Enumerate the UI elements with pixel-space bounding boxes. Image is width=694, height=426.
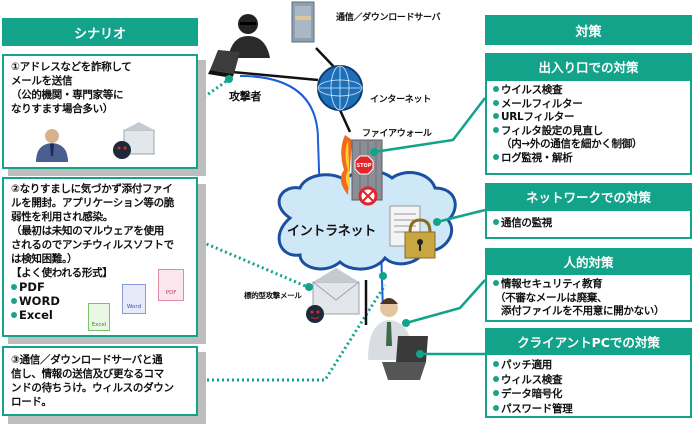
bullet-icon	[493, 280, 499, 286]
network-list: 通信の監視	[487, 211, 690, 233]
targeted-mail-label: 標的型攻撃メール	[244, 291, 302, 300]
connector-network	[436, 208, 486, 224]
firewall-label: ファイアウォール	[362, 129, 432, 139]
human-list: 情報セキュリティ教育 （不審なメールは廃棄、 添付ファイルを不用意に開かない）	[487, 275, 690, 321]
bullet-icon	[493, 113, 499, 119]
scenario-step-1-text: ①アドレスなどを詐称して メールを送信 （公的機関・専門家等に なりすます場合多…	[11, 61, 132, 115]
list-item: （内→外の通信を細かく制御）	[501, 138, 643, 150]
excel-file-icon: Excel	[88, 303, 110, 331]
list-item: パスワード管理	[493, 402, 684, 417]
internet-label: インターネット	[370, 95, 431, 105]
human-countermeasures: 人的対策 情報セキュリティ教育 （不審なメールは廃棄、 添付ファイルを不用意に開…	[485, 248, 692, 322]
blocked-icon	[358, 186, 378, 206]
scenario-step-3: ③通信／ダウンロードサーバと通 信し、情報の送信及び更なるコマ ンドの待ちうけ。…	[2, 346, 198, 416]
bullet-icon	[493, 361, 499, 367]
bullet-icon	[493, 126, 499, 133]
bullet-icon	[493, 404, 499, 411]
scenario-step-1: ①アドレスなどを詐称して メールを送信 （公的機関・専門家等に なりすます場合多…	[2, 54, 198, 169]
impersonator-person-icon	[36, 129, 68, 162]
connector-gateway	[373, 97, 486, 154]
human-title: 人的対策	[487, 250, 690, 275]
network-countermeasures: ネットワークでの対策 通信の監視	[485, 183, 692, 239]
bullet-icon	[493, 99, 499, 106]
scenario-step-3-text: ③通信／ダウンロードサーバと通 信し、情報の送信及び更なるコマ ンドの待ちうけ。…	[11, 354, 174, 408]
list-item: 通信の監視	[493, 217, 684, 231]
list-item: メールフィルター	[493, 98, 684, 112]
internet-globe-icon	[317, 65, 363, 111]
connector-human	[405, 279, 486, 325]
bullet-icon	[11, 284, 17, 290]
stop-sign-label: STOP	[357, 163, 372, 169]
link-server-internet	[315, 47, 336, 69]
network-title: ネットワークでの対策	[487, 185, 690, 211]
link-internet-firewall	[338, 109, 352, 133]
list-item: データ暗号化	[493, 387, 684, 402]
list-item: （不審なメールは廃棄、	[495, 291, 608, 304]
bullet-icon	[11, 298, 17, 304]
scenario-step-2-text: ②なりすましに気づかず添付ファイ ルを開封。アプリケーション等の脆 弱性を利用さ…	[11, 183, 174, 279]
list-item: ウイルス検査	[493, 84, 684, 98]
download-server-icon	[291, 1, 315, 43]
format-item: Excel	[11, 308, 189, 322]
client-pc-countermeasures: クライアントPCでの対策 パッチ適用 ウィルス検査 データ暗号化 パスワード管理	[485, 328, 692, 418]
attacker-label: 攻撃者	[229, 90, 262, 103]
list-item: 添付ファイルを不用意に開かない）	[501, 305, 665, 317]
bullet-icon	[493, 390, 499, 396]
bullet-icon	[493, 375, 499, 382]
format-item: WORD	[11, 294, 189, 308]
malware-virus-icon	[306, 305, 324, 323]
bullet-icon	[493, 153, 499, 160]
server-label: 通信／ダウンロードサーバ	[336, 13, 441, 23]
document-lock-icon	[389, 205, 436, 259]
list-item: 情報セキュリティ教育	[493, 278, 684, 292]
client-pc-list: パッチ適用 ウィルス検査 データ暗号化 パスワード管理	[487, 355, 690, 418]
list-item: ウィルス検査	[493, 373, 684, 388]
gateway-title: 出入り口での対策	[487, 55, 690, 81]
word-file-icon: Word	[122, 284, 146, 314]
attacker-icon	[208, 14, 270, 78]
gateway-countermeasures: 出入り口での対策 ウイルス検査 メールフィルター URLフィルター フィルタ設定…	[485, 53, 692, 175]
stop-sign-icon	[354, 155, 374, 175]
list-item: ログ監視・解析	[493, 152, 684, 166]
connector-scenario-3	[202, 284, 387, 382]
bullet-icon	[493, 219, 499, 225]
bullet-icon	[493, 86, 499, 92]
list-item: パッチ適用	[493, 358, 684, 373]
intranet-label: イントラネット	[287, 224, 376, 239]
format-item: PDF	[11, 280, 189, 294]
countermeasures-header: 対策	[485, 15, 692, 45]
link-attacker-internet	[231, 70, 319, 82]
scenario-step-2: ②なりすましに気づかず添付ファイ ルを開封。アプリケーション等の脆 弱性を利用さ…	[2, 177, 198, 337]
malicious-mail-icon	[113, 122, 155, 159]
gateway-list: ウイルス検査 メールフィルター URLフィルター フィルタ設定の見直し （内→外…	[487, 81, 690, 167]
list-item: URLフィルター	[493, 111, 684, 125]
pdf-file-icon: PDF	[158, 269, 184, 301]
client-pc-title: クライアントPCでの対策	[487, 330, 690, 355]
file-format-list: PDF WORD Excel	[11, 280, 189, 322]
scenario-header: シナリオ	[2, 18, 198, 46]
attack-flow-arrow	[239, 75, 323, 259]
bullet-icon	[11, 312, 17, 318]
list-item: フィルタ設定の見直し	[493, 125, 684, 139]
